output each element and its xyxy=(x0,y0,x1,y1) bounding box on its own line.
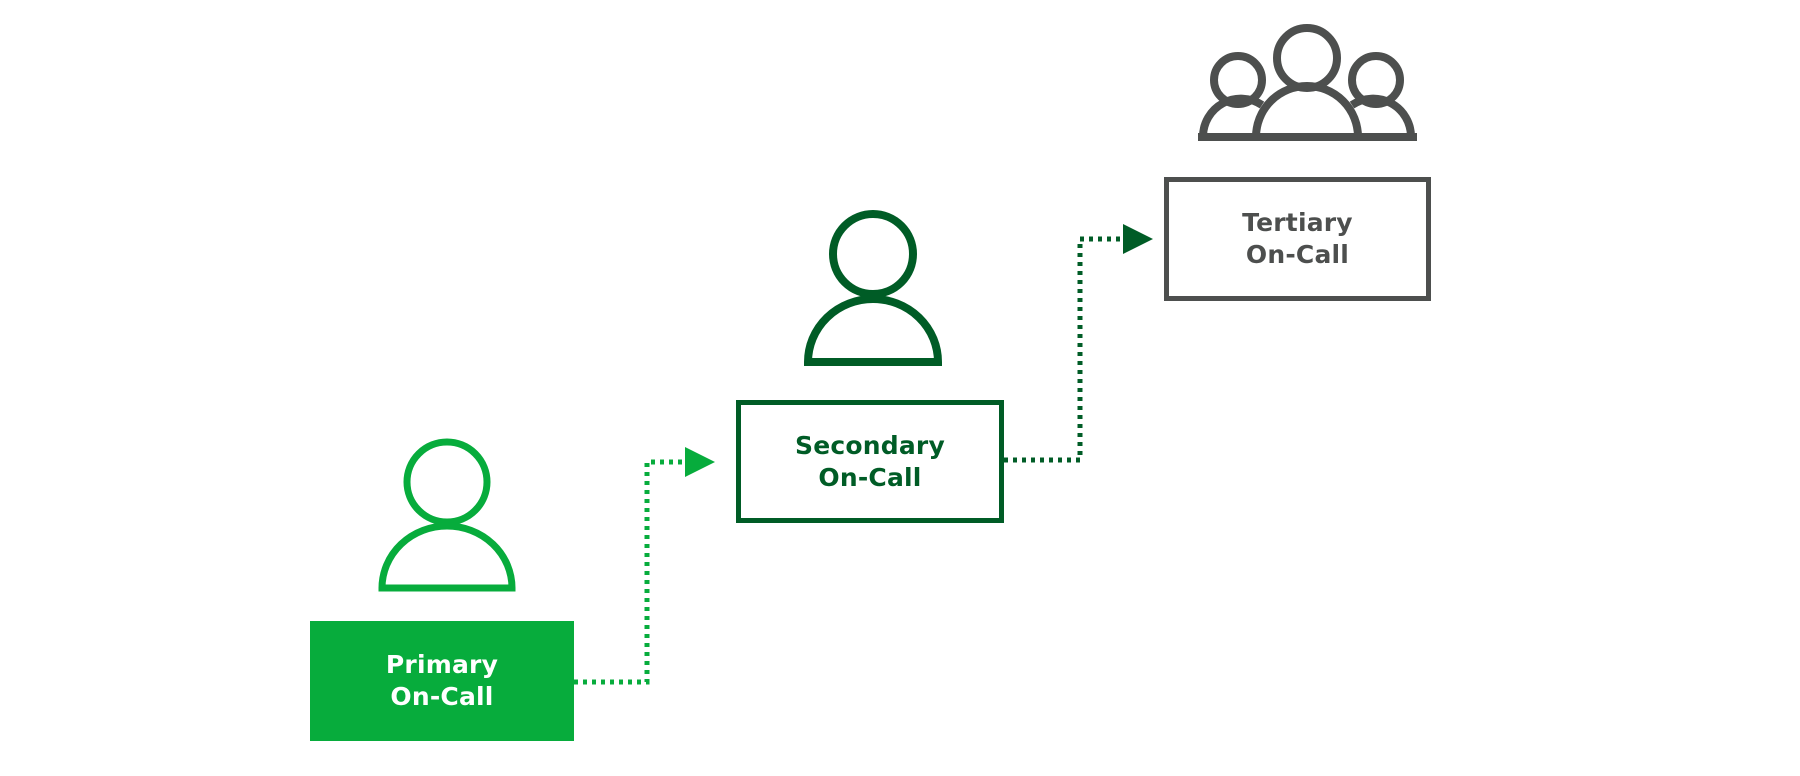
primary-on-call-box: Primary On-Call xyxy=(310,621,574,741)
edge-secondary-to-tertiary xyxy=(1004,224,1153,463)
edge-primary-to-secondary xyxy=(574,447,715,685)
secondary-on-call-label: Secondary On-Call xyxy=(795,430,945,494)
primary-person-icon xyxy=(378,438,516,592)
primary-label-line2: On-Call xyxy=(390,682,494,711)
tertiary-group-icon xyxy=(1198,24,1417,141)
primary-on-call-label: Primary On-Call xyxy=(386,649,498,713)
tertiary-on-call-label: Tertiary On-Call xyxy=(1242,207,1353,271)
tertiary-on-call-box: Tertiary On-Call xyxy=(1164,177,1431,301)
secondary-label-line1: Secondary xyxy=(795,430,945,460)
tertiary-label-line2: On-Call xyxy=(1245,240,1350,269)
secondary-label-line2: On-Call xyxy=(818,462,922,492)
tertiary-label-line1: Tertiary xyxy=(1242,208,1353,237)
secondary-on-call-box: Secondary On-Call xyxy=(736,400,1004,523)
primary-label-line1: Primary xyxy=(385,650,499,679)
secondary-person-icon xyxy=(803,210,943,366)
